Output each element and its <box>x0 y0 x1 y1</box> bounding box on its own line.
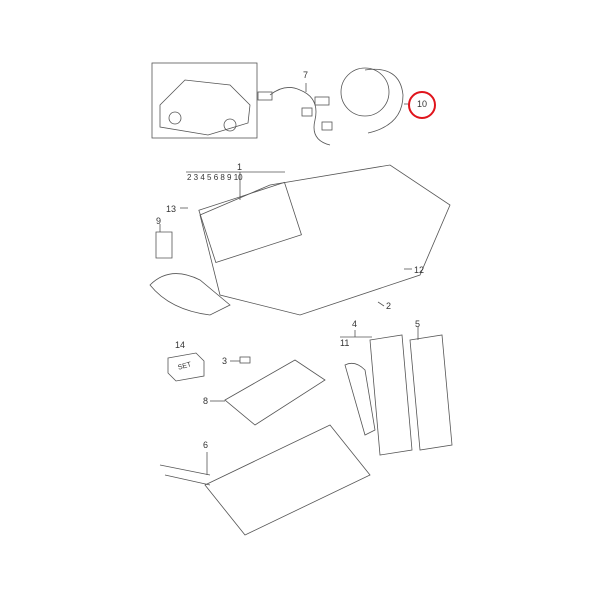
filter-icon <box>409 334 453 451</box>
callout-12[interactable]: 12 <box>414 265 425 275</box>
callout-9[interactable]: 9 <box>156 216 162 226</box>
car-icon <box>159 79 251 136</box>
evaporator-icon <box>369 334 413 456</box>
callout-5[interactable]: 5 <box>415 319 421 329</box>
blower-motor-icon <box>340 67 390 117</box>
aux-heater-icon <box>224 359 326 426</box>
callout-11[interactable]: 11 <box>340 338 350 348</box>
callout-1-subparts: 2 3 4 5 6 8 9 10 <box>187 173 243 182</box>
callout-8[interactable]: 8 <box>203 396 209 406</box>
callout-6[interactable]: 6 <box>203 440 209 450</box>
vehicle-inset-frame <box>151 62 258 139</box>
heater-core-icon <box>204 424 371 536</box>
callout-1[interactable]: 1 <box>237 162 243 172</box>
callout-3[interactable]: 3 <box>222 356 228 366</box>
callout-4[interactable]: 4 <box>352 319 358 329</box>
harness-icon <box>269 87 331 146</box>
callout-2[interactable]: 2 <box>386 301 392 311</box>
callout-13[interactable]: 13 <box>166 204 177 214</box>
highlight-circle-10[interactable]: 10 <box>408 91 436 119</box>
callout-10: 10 <box>416 99 427 109</box>
callout-7[interactable]: 7 <box>303 70 309 80</box>
kit-box-icon <box>167 352 205 382</box>
callout-14[interactable]: 14 <box>175 340 186 350</box>
hvac-housing-icon <box>199 164 451 316</box>
